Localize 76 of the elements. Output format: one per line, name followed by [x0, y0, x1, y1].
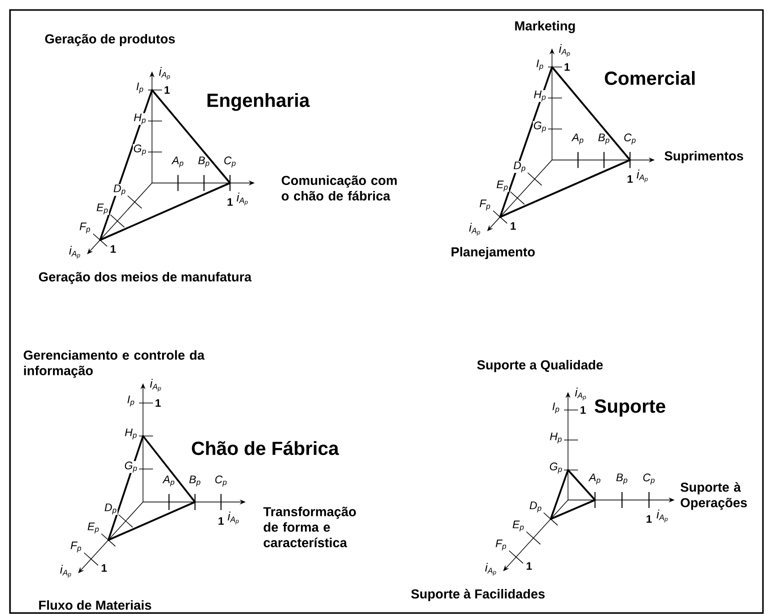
- tick-label: $A_p$: [171, 156, 184, 168]
- axis-name: Fluxo de Materiais: [39, 600, 152, 610]
- tick-label: $I_p$: [552, 402, 560, 414]
- axis-name: Gerenciamento e controle da informação: [24, 350, 205, 378]
- axis-name: Suporte à Facilidades: [411, 588, 545, 602]
- tick-label: $F_p$: [78, 222, 92, 234]
- tick-label: $B_p$: [198, 156, 210, 168]
- axis-label: $i_{A_p}$: [485, 562, 496, 576]
- tick-label: $G_p$: [548, 462, 564, 474]
- tick-label: $G_p$: [124, 461, 138, 473]
- scale-label: 1: [102, 564, 107, 572]
- tick-label: $D_p$: [512, 161, 527, 173]
- panel-title: Chão de Fábrica: [192, 440, 339, 456]
- tick-label: $C_p$: [643, 474, 655, 484]
- tick-label: $B_p$: [189, 476, 200, 486]
- tick-label: $H_p$: [124, 428, 138, 440]
- scale-label: 1: [580, 406, 586, 414]
- tick-label: $C_p$: [215, 476, 227, 486]
- scale-label: 1: [646, 515, 652, 523]
- axis-label: $i_{A_p}$: [69, 246, 80, 259]
- axis-label: $i_{A_p}$: [559, 44, 570, 57]
- tick-label: $F_p$: [478, 199, 492, 211]
- axis-name: Geração de produtos: [45, 34, 175, 46]
- tick-label: $A_p$: [571, 134, 584, 144]
- tick-label: $E_p$: [496, 180, 509, 192]
- tick-label: $E_p$: [86, 522, 100, 534]
- tick-label: $B_p$: [598, 134, 610, 144]
- tick-label: $E_p$: [96, 203, 109, 215]
- scale-label: 1: [110, 245, 116, 253]
- tick-label: $B_p$: [616, 474, 628, 484]
- axis-label: $i_{A_p}$: [60, 564, 72, 578]
- tick-label: $I_p$: [136, 82, 144, 94]
- tick-label: $A_p$: [588, 474, 600, 484]
- tick-label: $I_p$: [536, 59, 544, 71]
- axis-label: $i_{A_p}$: [159, 67, 170, 80]
- panel-title: Comercial: [604, 71, 695, 85]
- axis-name: Suporte a Qualidade: [477, 360, 603, 372]
- scale-label: 1: [228, 198, 233, 206]
- scale-label: 1: [628, 175, 633, 183]
- tick-label: $D_p$: [112, 184, 127, 196]
- axis-label: $i_{A_p}$: [469, 222, 480, 236]
- axis-label: $i_{A_p}$: [656, 510, 668, 522]
- axis-name: Transformação de forma e característica: [263, 506, 356, 548]
- axis-label: $i_{A_p}$: [228, 512, 239, 524]
- scale-label: 1: [564, 63, 570, 71]
- axis-name: Suporte à Operações: [680, 482, 747, 510]
- tick-label: $G_p$: [132, 144, 148, 156]
- tick-label: $H_p$: [133, 113, 147, 125]
- scale-label: 1: [164, 86, 170, 94]
- tick-label: $I_p$: [126, 395, 136, 407]
- scale-label: 1: [526, 562, 532, 570]
- axis-name: Suprimentos: [664, 150, 744, 164]
- axis-name: Comunicação com o chão de fábrica: [282, 175, 397, 201]
- tick-label: $A_p$: [162, 476, 174, 486]
- tick-label: $H_p$: [533, 90, 547, 102]
- panel-title: Suporte: [594, 399, 666, 417]
- tick-label: $D_p$: [104, 503, 118, 515]
- tick-label: $F_p$: [70, 541, 82, 553]
- axis-name: Marketing: [515, 20, 575, 34]
- scale-label: 1: [510, 222, 516, 230]
- scale-label: 1: [156, 399, 161, 407]
- tick-label: $C_p$: [224, 156, 236, 168]
- axis-label: $i_{A_p}$: [236, 192, 248, 206]
- tick-label: $H_p$: [549, 432, 563, 444]
- panel-title: Engenharia: [208, 93, 310, 111]
- tick-label: $G_p$: [532, 121, 548, 133]
- tick-label: $E_p$: [512, 520, 525, 532]
- tick-label: $D_p$: [528, 501, 543, 513]
- axis-label: $i_{A_p}$: [575, 388, 586, 400]
- tick-label: $F_p$: [494, 539, 508, 551]
- scale-label: 1: [218, 517, 224, 525]
- axis-name: Geração dos meios de manufatura: [38, 272, 252, 284]
- axis-label: $i_{A_p}$: [636, 170, 648, 182]
- axis-label: $i_{A_p}$: [150, 378, 161, 392]
- tick-label: $C_p$: [624, 134, 636, 144]
- axis-name: Planejamento: [452, 246, 535, 260]
